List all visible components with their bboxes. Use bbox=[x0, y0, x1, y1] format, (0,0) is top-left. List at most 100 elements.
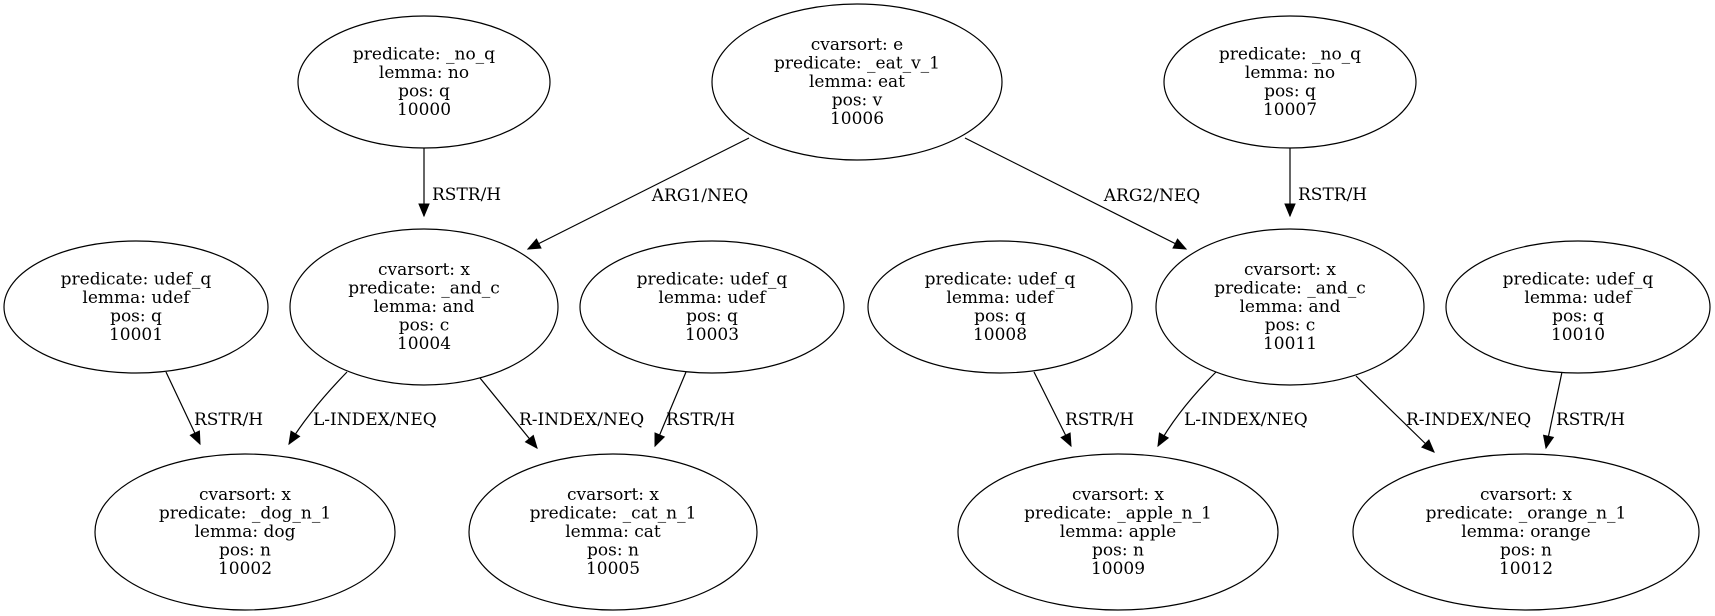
edge-label: L-INDEX/NEQ bbox=[1184, 410, 1308, 430]
edge-line bbox=[479, 377, 538, 449]
arrowhead bbox=[1157, 432, 1170, 448]
node-ellipse bbox=[1163, 15, 1417, 149]
edge-label: RSTR/H bbox=[1065, 410, 1134, 430]
node-id: 10009 bbox=[1091, 559, 1145, 579]
node-attribute: cvarsort: x bbox=[1480, 485, 1572, 505]
edge-10010-10012: RSTR/H bbox=[1542, 371, 1625, 450]
node-attribute: lemma: orange bbox=[1461, 522, 1590, 542]
node-id: 10000 bbox=[397, 100, 451, 120]
node-attribute: predicate: _eat_v_1 bbox=[774, 54, 940, 74]
edges-layer: RSTR/H ARG1/NEQ ARG2/NEQ RSTR/H RSTR/H L-INDE… bbox=[165, 137, 1625, 453]
edge-10006-10004: ARG1/NEQ bbox=[526, 137, 750, 250]
arrowhead bbox=[526, 238, 542, 250]
node-attribute: pos: v bbox=[832, 91, 883, 111]
node-id: 10006 bbox=[830, 109, 884, 129]
node-attribute: predicate: udef_q bbox=[925, 269, 1076, 289]
node-ellipse bbox=[1155, 228, 1425, 386]
node-attribute: predicate: _cat_n_1 bbox=[530, 504, 697, 524]
edge-line bbox=[165, 371, 201, 445]
node-ellipse bbox=[297, 15, 551, 149]
node-attribute: cvarsort: e bbox=[811, 35, 904, 55]
edge-label: R-INDEX/NEQ bbox=[1406, 410, 1531, 430]
node-id: 10004 bbox=[397, 334, 451, 354]
node-attribute: predicate: _no_q bbox=[1219, 44, 1361, 64]
arrowhead bbox=[654, 432, 666, 448]
edge-line bbox=[964, 137, 1187, 250]
node-ellipse bbox=[957, 453, 1279, 611]
node-id: 10008 bbox=[973, 325, 1027, 345]
node-ellipse bbox=[579, 240, 845, 374]
arrowhead bbox=[288, 430, 301, 446]
edge-label: ARG2/NEQ bbox=[1103, 186, 1200, 206]
arrowhead bbox=[1172, 238, 1188, 250]
node-ellipse bbox=[867, 240, 1133, 374]
node-attribute: pos: n bbox=[219, 541, 271, 561]
node-attribute: lemma: and bbox=[374, 297, 475, 317]
node-id: 10005 bbox=[586, 559, 640, 579]
edge-line bbox=[527, 137, 750, 250]
node-attribute: cvarsort: x bbox=[1072, 485, 1164, 505]
node-attribute: pos: n bbox=[587, 541, 639, 561]
node-attribute: lemma: udef bbox=[82, 288, 191, 308]
node-ellipse bbox=[94, 453, 396, 611]
node-attribute: predicate: _apple_n_1 bbox=[1024, 504, 1212, 524]
node-attribute: pos: c bbox=[1265, 316, 1316, 336]
edge-10008-10009: RSTR/H bbox=[1033, 371, 1134, 448]
arrowhead bbox=[1421, 439, 1435, 453]
node-attribute: lemma: udef bbox=[946, 288, 1055, 308]
node-attribute: lemma: no bbox=[379, 63, 469, 83]
node-attribute: pos: q bbox=[1552, 306, 1604, 326]
edge-label: R-INDEX/NEQ bbox=[519, 410, 644, 430]
node-attribute: lemma: cat bbox=[565, 522, 661, 542]
edge-label: RSTR/H bbox=[194, 410, 263, 430]
edge-label: L-INDEX/NEQ bbox=[313, 410, 437, 430]
node-attribute: cvarsort: x bbox=[1244, 260, 1336, 280]
edge-line bbox=[1033, 371, 1072, 447]
edge-line bbox=[1545, 371, 1563, 449]
node-attribute: pos: q bbox=[1264, 81, 1316, 101]
node-id: 10001 bbox=[109, 325, 163, 345]
edge-label: RSTR/H bbox=[1298, 185, 1367, 205]
edge-10011-10009: L-INDEX/NEQ bbox=[1157, 371, 1308, 448]
edge-line bbox=[288, 371, 348, 445]
node-attribute: lemma: udef bbox=[658, 288, 767, 308]
edge-line bbox=[1157, 371, 1217, 447]
node-attribute: pos: n bbox=[1092, 541, 1144, 561]
node-attribute: lemma: no bbox=[1245, 63, 1335, 83]
node-attribute: lemma: and bbox=[1240, 297, 1341, 317]
node-id: 10011 bbox=[1263, 334, 1317, 354]
edge-label: ARG1/NEQ bbox=[651, 186, 748, 206]
node-id: 10007 bbox=[1263, 100, 1317, 120]
edge-10006-10011: ARG2/NEQ bbox=[964, 137, 1200, 250]
node-attribute: lemma: eat bbox=[809, 72, 905, 92]
node-attribute: predicate: udef_q bbox=[637, 269, 788, 289]
node-attribute: pos: q bbox=[110, 306, 162, 326]
node-attribute: lemma: apple bbox=[1060, 522, 1176, 542]
node-attribute: lemma: udef bbox=[1524, 288, 1633, 308]
node-attribute: cvarsort: x bbox=[378, 260, 470, 280]
node-id: 10002 bbox=[218, 559, 272, 579]
edge-label: RSTR/H bbox=[666, 410, 735, 430]
edge-line bbox=[1355, 375, 1435, 453]
arrowhead bbox=[1284, 203, 1296, 218]
edge-line bbox=[654, 371, 687, 447]
node-attribute: pos: q bbox=[398, 81, 450, 101]
node-attribute: pos: q bbox=[974, 306, 1026, 326]
arrowhead bbox=[189, 430, 201, 446]
arrowhead bbox=[1060, 432, 1072, 448]
arrowhead bbox=[418, 203, 430, 218]
node-attribute: pos: n bbox=[1500, 541, 1552, 561]
